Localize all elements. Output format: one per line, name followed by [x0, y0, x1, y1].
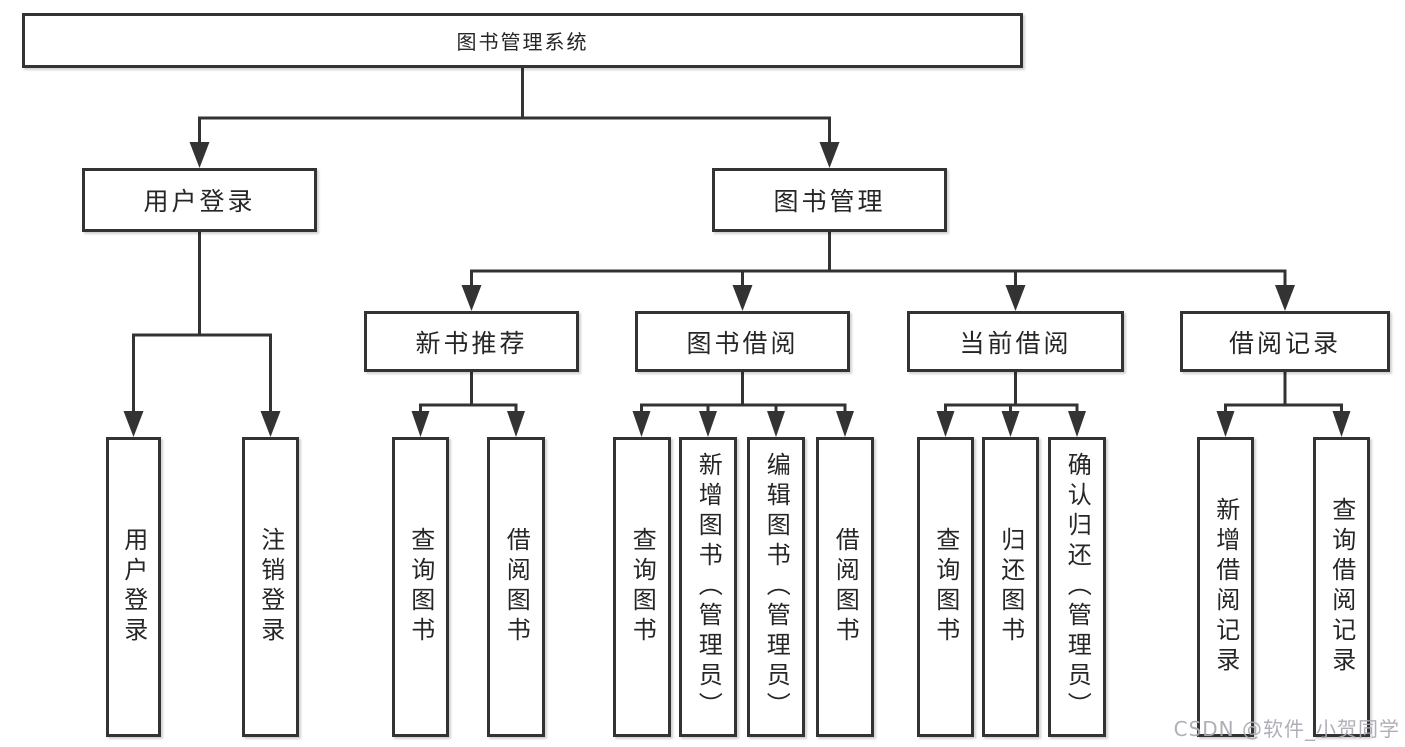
- arrowhead-down-icon: [767, 411, 785, 437]
- leaf-current-query-books: 查询图书: [917, 437, 974, 737]
- leaf-records-query-borrow-record: 查询借阅记录: [1313, 437, 1370, 737]
- csdn-watermark: CSDN @软件_小贺同学: [1173, 717, 1400, 741]
- node-current-borrowing: 当前借阅: [907, 311, 1124, 372]
- node-library-management-system: 图书管理系统: [22, 13, 1023, 68]
- arrowhead-down-icon: [632, 411, 651, 437]
- connector-user-login-branch: [123, 230, 281, 437]
- leaf-recommend-query-books: 查询图书: [392, 437, 449, 737]
- arrowhead-down-icon: [123, 411, 144, 437]
- leaf-current-confirm-return-admin: 确认归还（管理员）: [1048, 437, 1106, 737]
- connector-root-branch: [189, 66, 840, 168]
- connector-new-book-recommend-branch: [411, 370, 525, 437]
- arrowhead-down-icon: [936, 411, 955, 437]
- arrowhead-down-icon: [461, 285, 482, 311]
- node-label: 图书借阅: [686, 328, 799, 358]
- node-label: 查询图书: [406, 527, 435, 647]
- connector-current-borrowing-branch: [936, 370, 1086, 437]
- leaf-current-return-books: 归还图书: [982, 437, 1039, 737]
- node-label: 借阅记录: [1228, 328, 1341, 358]
- node-label: 新增借阅记录: [1211, 497, 1240, 677]
- arrowhead-down-icon: [189, 142, 210, 168]
- arrowhead-down-icon: [411, 411, 430, 437]
- arrowhead-down-icon: [819, 142, 840, 168]
- node-label: 注销登录: [256, 527, 285, 647]
- arrowhead-down-icon: [1068, 411, 1086, 437]
- node-label: 用户登录: [143, 187, 256, 216]
- node-label: 新增图书（管理员）: [694, 452, 723, 722]
- leaf-user-login: 用户登录: [106, 437, 161, 737]
- node-label: 编辑图书（管理员）: [762, 452, 791, 722]
- leaf-recommend-borrow-books: 借阅图书: [487, 437, 545, 737]
- arrowhead-down-icon: [732, 285, 753, 311]
- leaf-borrowing-add-books-admin: 新增图书（管理员）: [679, 437, 737, 737]
- connector-book-borrowing-branch: [632, 370, 854, 437]
- arrowhead-down-icon: [836, 411, 854, 437]
- arrowhead-down-icon: [699, 411, 717, 437]
- arrowhead-down-icon: [1332, 411, 1351, 437]
- node-label: 图书管理系统: [456, 30, 589, 54]
- arrowhead-down-icon: [260, 411, 281, 437]
- arrowhead-down-icon: [1216, 411, 1235, 437]
- node-label: 归还图书: [996, 527, 1025, 647]
- node-label: 当前借阅: [959, 328, 1072, 358]
- arrowhead-down-icon: [507, 411, 525, 437]
- node-book-borrowing: 图书借阅: [635, 311, 850, 372]
- leaf-borrowing-borrow-books: 借阅图书: [816, 437, 874, 737]
- node-label: 确认归还（管理员）: [1063, 452, 1092, 722]
- node-label: 借阅图书: [831, 527, 860, 647]
- node-book-management: 图书管理: [712, 168, 947, 232]
- node-label: 用户登录: [119, 527, 148, 647]
- node-label: 查询图书: [628, 527, 657, 647]
- node-borrowing-records: 借阅记录: [1180, 311, 1390, 372]
- leaf-borrowing-query-books: 查询图书: [613, 437, 671, 737]
- arrowhead-down-icon: [1005, 285, 1026, 311]
- arrowhead-down-icon: [1275, 285, 1295, 311]
- node-label: 借阅图书: [502, 527, 531, 647]
- leaf-borrowing-edit-books-admin: 编辑图书（管理员）: [747, 437, 805, 737]
- node-new-book-recommend: 新书推荐: [364, 311, 579, 372]
- connector-borrowing-records-branch: [1216, 370, 1351, 437]
- node-label: 查询借阅记录: [1327, 497, 1356, 677]
- arrowhead-down-icon: [1001, 411, 1020, 437]
- leaf-records-add-borrow-record: 新增借阅记录: [1197, 437, 1254, 737]
- node-label: 新书推荐: [415, 328, 528, 358]
- leaf-logout-login: 注销登录: [242, 437, 299, 737]
- node-label: 查询图书: [931, 527, 960, 647]
- node-label: 图书管理: [773, 187, 886, 216]
- node-user-login: 用户登录: [82, 168, 317, 232]
- connector-book-management-branch: [461, 230, 1295, 311]
